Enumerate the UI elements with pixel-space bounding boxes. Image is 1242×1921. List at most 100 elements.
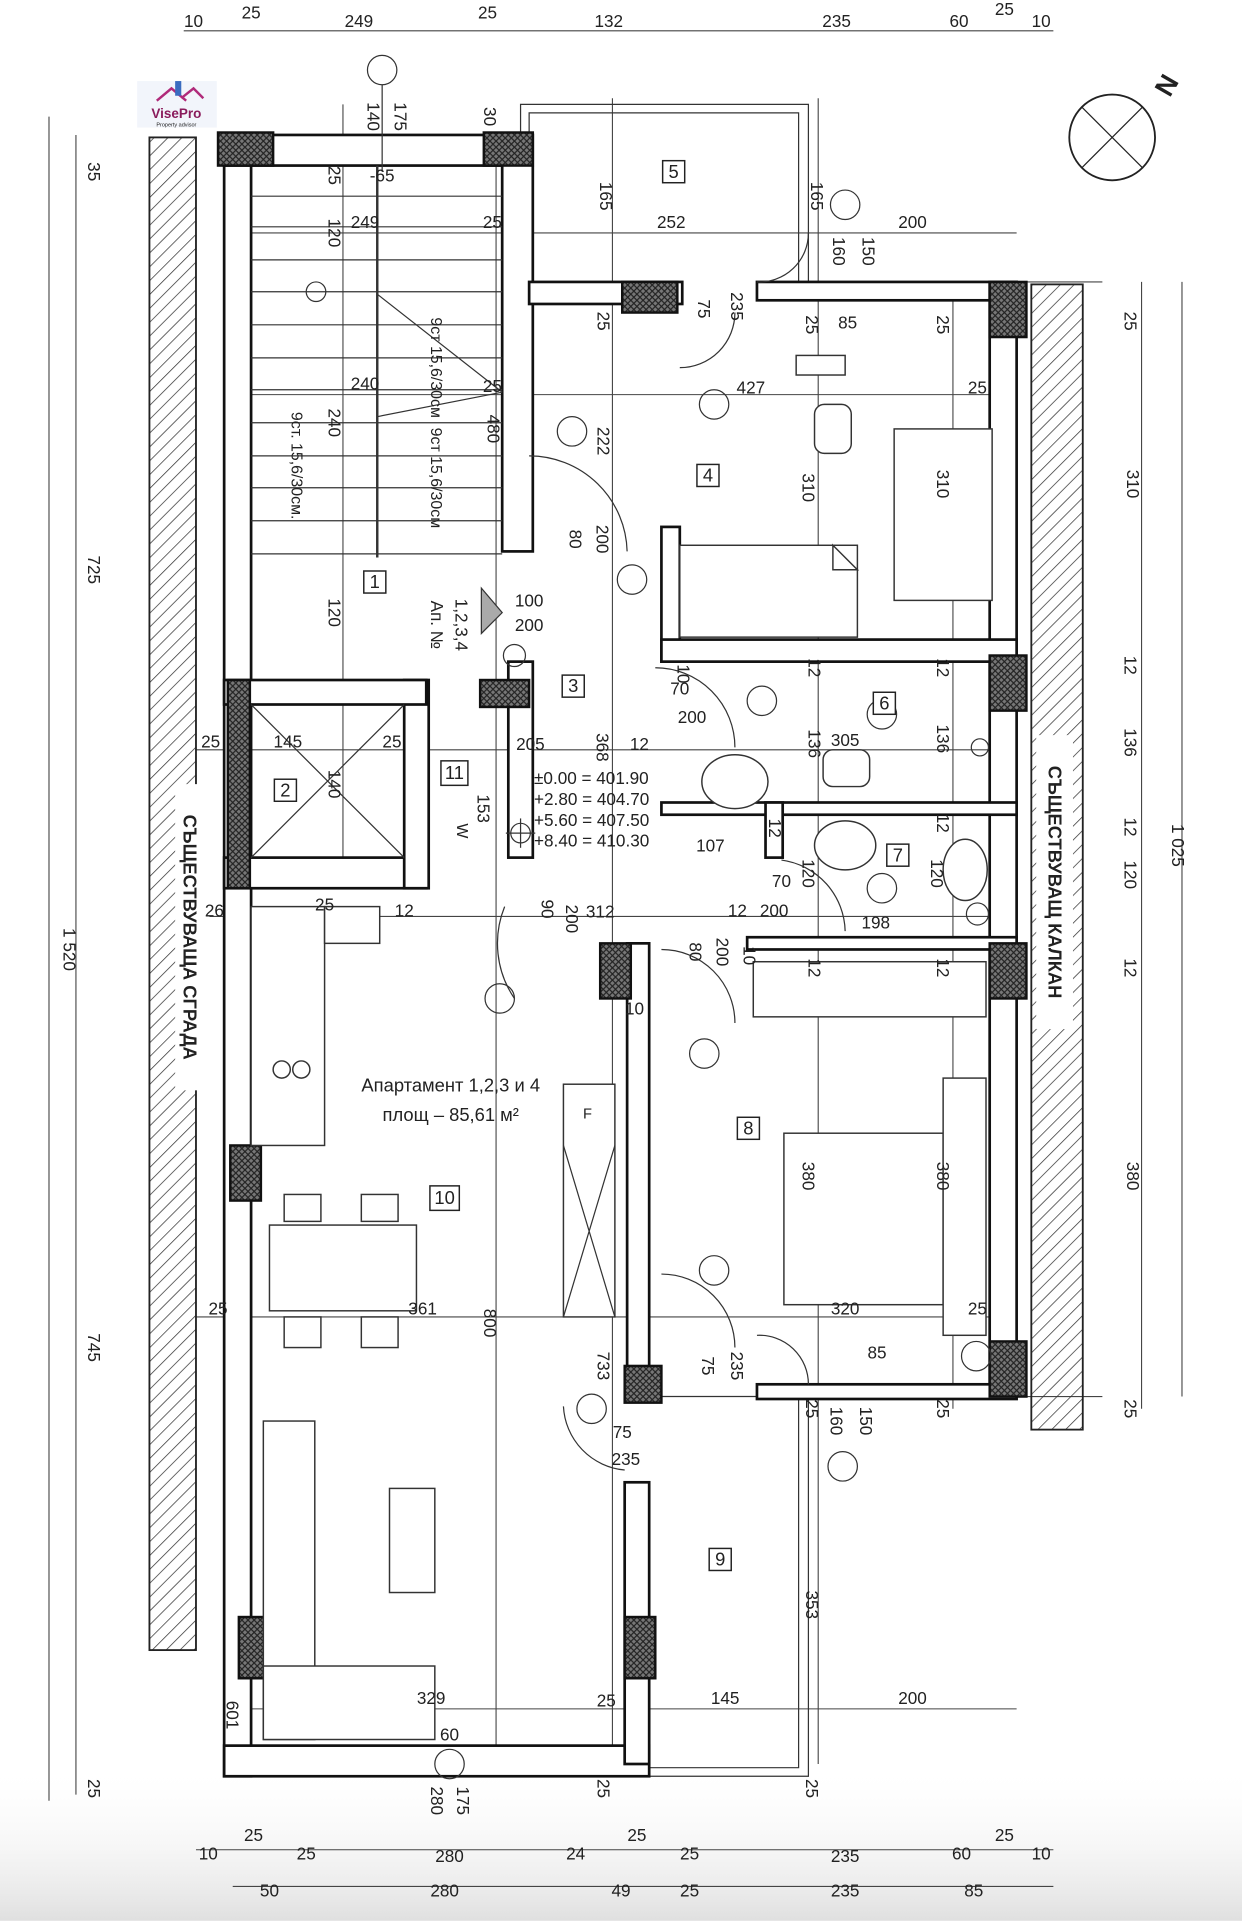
dimension-label: 10 — [1032, 1844, 1051, 1864]
dimension-label: 200 — [562, 905, 582, 934]
dimension-label: 12 — [804, 958, 824, 977]
dimension-label: 175 — [453, 1786, 473, 1815]
svg-text:5: 5 — [669, 161, 679, 182]
dimension-label: 120 — [927, 859, 947, 888]
dimension-label: 136 — [804, 729, 824, 758]
dimension-label: 90 — [537, 900, 557, 919]
fridge-symbol: F — [583, 1107, 592, 1123]
dimension-label: 235 — [822, 11, 851, 31]
dimension-label: 25 — [1120, 312, 1140, 331]
dimension-label: 25 — [297, 1844, 316, 1864]
dimension-label: 10 — [1032, 11, 1051, 31]
apartment-title: Апартамент 1,2,3 и 4 — [361, 1075, 540, 1096]
dimension-label: 205 — [516, 734, 545, 754]
dimension-label: 10 — [625, 998, 644, 1018]
dimension-label: 320 — [831, 1298, 860, 1318]
dimension-label: 10 — [739, 946, 759, 965]
dimension-label: 329 — [417, 1688, 446, 1708]
dimension-label: 12 — [1120, 958, 1140, 977]
apartment-tag-line2: 1,2,3,4 — [452, 599, 472, 652]
svg-text:3: 3 — [568, 675, 578, 696]
columns — [216, 131, 1028, 1680]
dimension-label: 353 — [802, 1590, 822, 1619]
dimension-label: 30 — [480, 107, 500, 126]
stair-note-1: 9ст. 15,6/30см. — [288, 412, 305, 520]
dimension-label: 60 — [440, 1725, 459, 1745]
dimension-label: 25 — [483, 376, 502, 396]
dimension-label: 49 — [611, 1880, 630, 1900]
door-swings — [496, 232, 846, 1471]
dimension-label: 150 — [856, 1407, 876, 1436]
dimension-label: 12 — [933, 814, 953, 833]
dimension-label: 725 — [84, 555, 104, 584]
dimension-label: 12 — [933, 658, 953, 677]
dimension-label: 361 — [408, 1298, 437, 1318]
dimension-label: 25 — [84, 1779, 104, 1798]
dimension-label: 25 — [594, 1779, 614, 1798]
dimension-label: 222 — [594, 427, 614, 456]
dimension-label: 235 — [727, 1352, 747, 1381]
dimension-label: 136 — [1120, 728, 1140, 757]
dimension-label: 160 — [826, 1407, 846, 1436]
dimension-label: 25 — [968, 377, 987, 397]
dimension-label: 235 — [612, 1449, 641, 1469]
dimension-label: 25 — [382, 731, 401, 751]
dimension-label: 800 — [480, 1309, 500, 1338]
dimension-label: 252 — [657, 212, 686, 232]
dimension-label: 120 — [324, 219, 344, 248]
level-table: ±0.00 = 401.90 +2.80 = 404.70 +5.60 = 40… — [534, 768, 649, 850]
dimension-label: 25 — [995, 1825, 1014, 1845]
dimension-label: 85 — [838, 312, 857, 332]
dimension-label: 160 — [829, 237, 849, 266]
dimension-label: 100 — [515, 591, 544, 611]
svg-text:8: 8 — [743, 1117, 753, 1138]
dimension-label: 25 — [242, 3, 261, 23]
dimension-label: 25 — [933, 315, 953, 334]
dimension-label: 120 — [324, 598, 344, 627]
dimension-label: 60 — [950, 11, 969, 31]
dimension-label: 175 — [390, 102, 410, 131]
dimension-label: 200 — [678, 707, 707, 727]
dimension-label: 1 520 — [60, 928, 80, 971]
dimension-label: 25 — [802, 1779, 822, 1798]
dimension-label: 25 — [201, 731, 220, 751]
dimension-label: 25 — [1120, 1399, 1140, 1418]
dimension-label: 25 — [680, 1880, 699, 1900]
dimension-label: 200 — [898, 212, 927, 232]
dimension-label: 60 — [952, 1844, 971, 1864]
dimension-label: 136 — [933, 725, 953, 754]
svg-text:+5.60 = 407.50: +5.60 = 407.50 — [534, 810, 649, 830]
dimension-label: 145 — [274, 731, 303, 751]
dimension-label: 249 — [345, 11, 374, 31]
dimension-label: 745 — [84, 1333, 104, 1362]
dimension-label: 10 — [184, 11, 203, 31]
dimension-label: 12 — [804, 658, 824, 677]
dimension-label: 12 — [1120, 817, 1140, 836]
bottom-shade — [0, 1764, 1242, 1921]
stair-note-2: 9ст 15,6/30см — [427, 317, 444, 417]
svg-text:+8.40 = 410.30: +8.40 = 410.30 — [534, 831, 649, 851]
dimension-label: 26 — [205, 900, 224, 920]
dimension-label: 25 — [933, 1399, 953, 1418]
balcony-5-outline — [519, 103, 810, 282]
dimension-label: 310 — [798, 473, 818, 502]
dimension-label: 85 — [867, 1343, 886, 1363]
reference-markers — [305, 54, 992, 1780]
svg-text:9: 9 — [715, 1549, 725, 1570]
dimension-label: 235 — [831, 1880, 860, 1900]
dimension-label: 153 — [474, 794, 494, 823]
dimension-label: 150 — [858, 237, 878, 266]
dimension-label: 427 — [737, 377, 766, 397]
dimension-label: 200 — [515, 615, 544, 635]
furniture — [250, 354, 993, 1741]
dimension-label: 25 — [627, 1825, 646, 1845]
staircase — [251, 165, 503, 558]
existing-building-label: СЪЩЕСТВУВАЩА СГРАДА — [180, 815, 201, 1060]
north-compass-icon: N — [1068, 69, 1185, 182]
dimension-label: 198 — [861, 913, 890, 933]
dimension-label: 235 — [727, 292, 747, 321]
dimension-label: 132 — [594, 11, 623, 31]
dimension-label: 25 — [478, 3, 497, 23]
dimension-label: 12 — [933, 958, 953, 977]
